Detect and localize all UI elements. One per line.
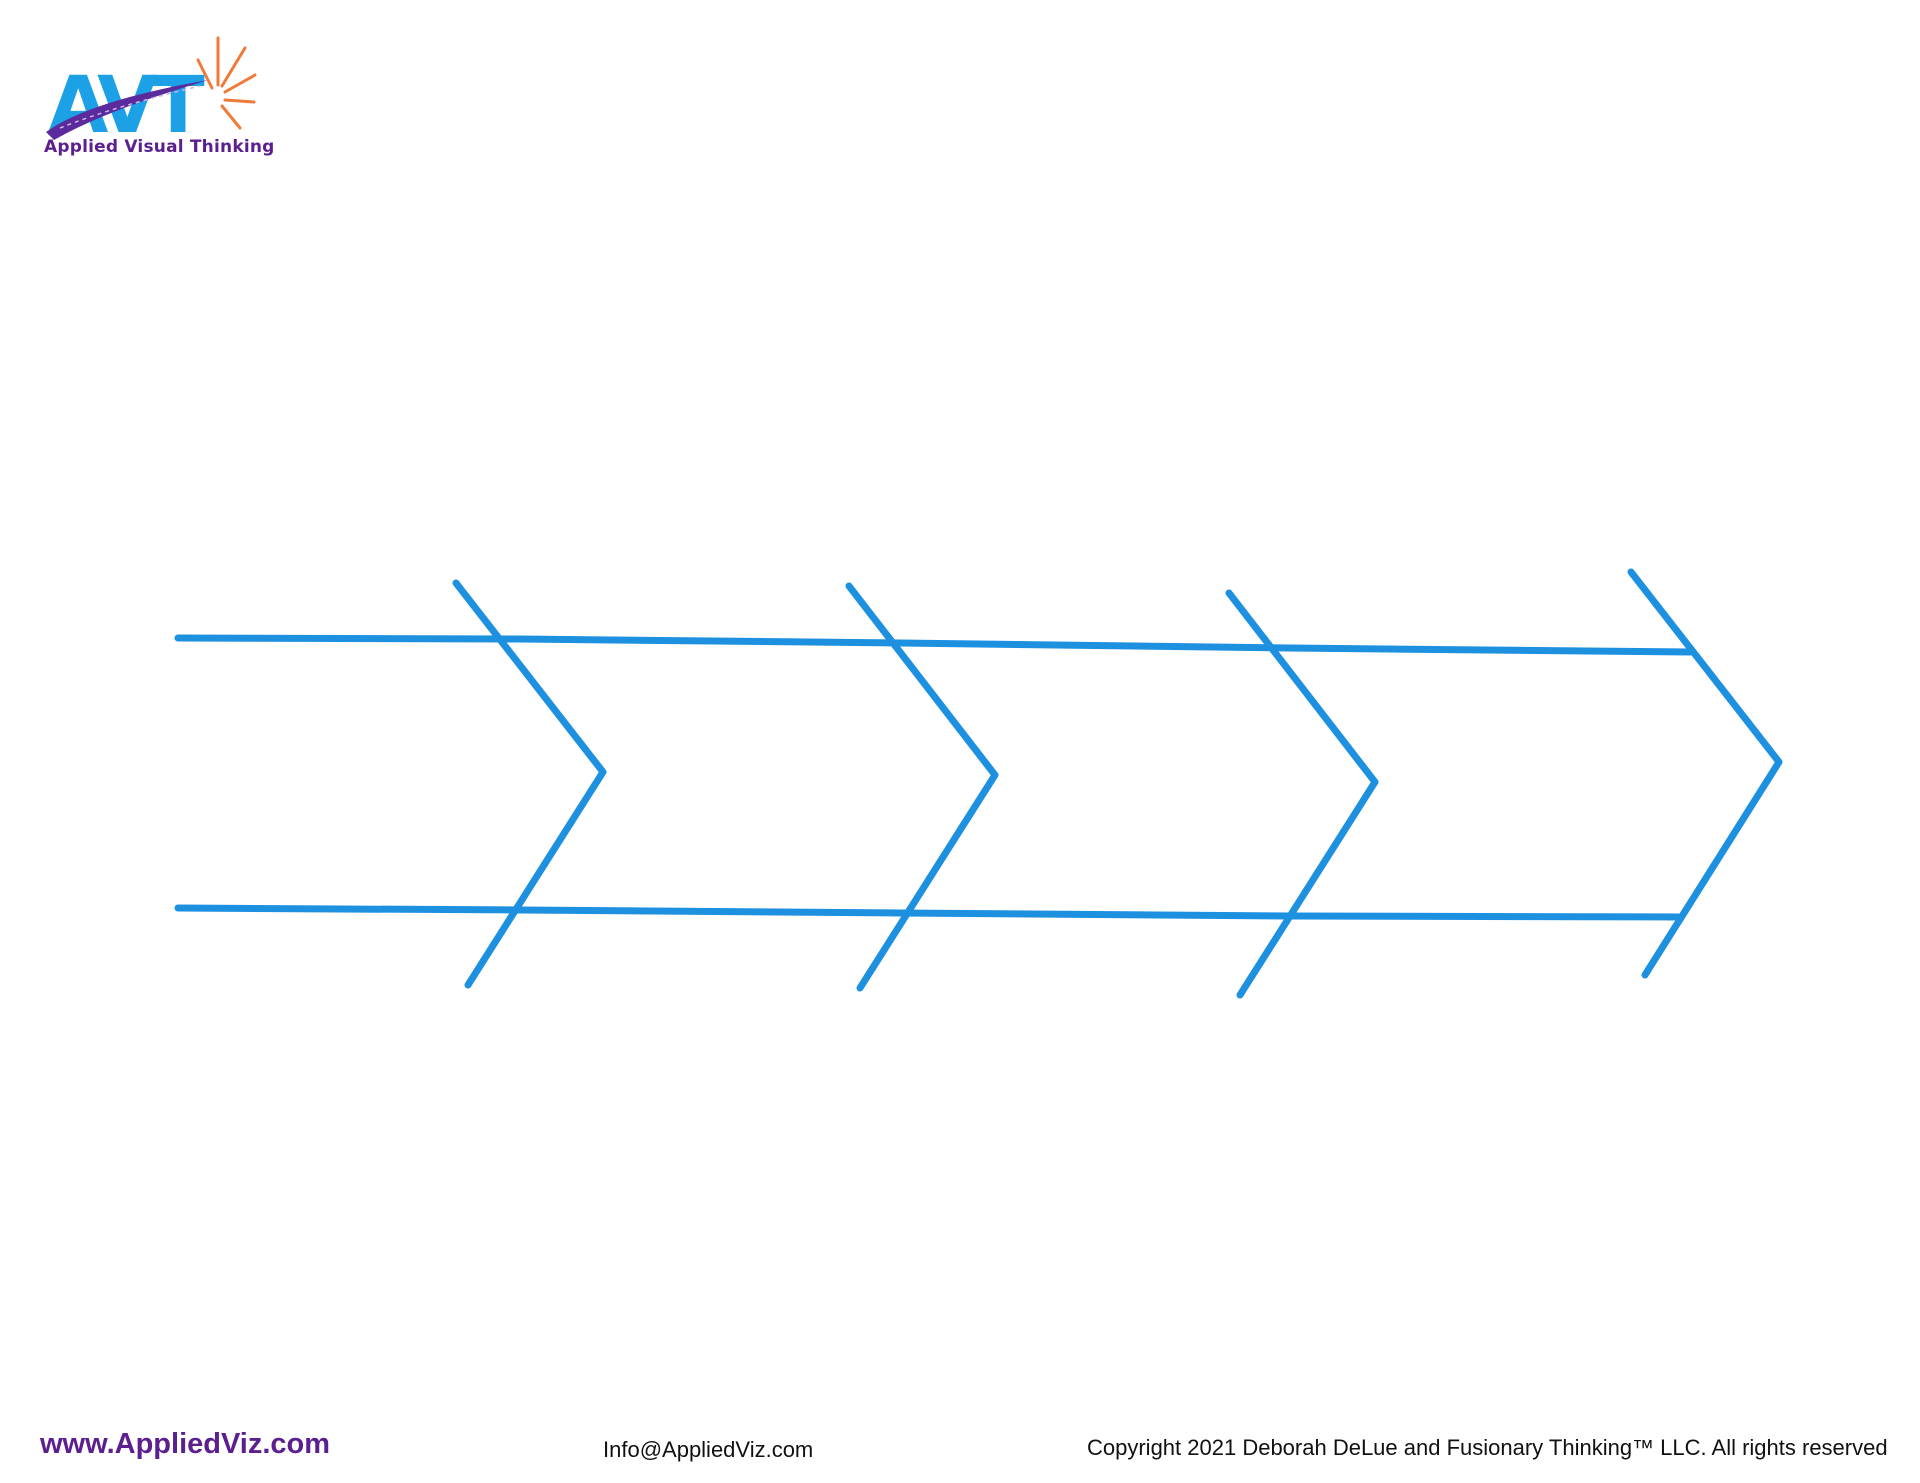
chevron-1 (452, 579, 607, 989)
email-link[interactable]: Info@AppliedViz.com (603, 1437, 814, 1462)
spark-icon (196, 36, 257, 130)
logo-letters: AVT (48, 61, 204, 151)
copyright-notice: Copyright 2021 Deborah DeLue and Fusiona… (1087, 1435, 1888, 1460)
top-rail-line (174, 634, 1694, 656)
avt-logo: AVT (40, 30, 270, 165)
chevron-3 (1225, 589, 1379, 999)
website-link[interactable]: www.AppliedViz.com (40, 1428, 331, 1460)
chevron-2 (845, 582, 999, 992)
logo-name: Applied Visual Thinking (44, 137, 275, 157)
bottom-rail-line (174, 904, 1684, 921)
swoosh-icon (46, 80, 208, 140)
avt-logo-mark-icon: AVT (46, 36, 257, 151)
chevron-4-arrowhead (1627, 568, 1783, 979)
